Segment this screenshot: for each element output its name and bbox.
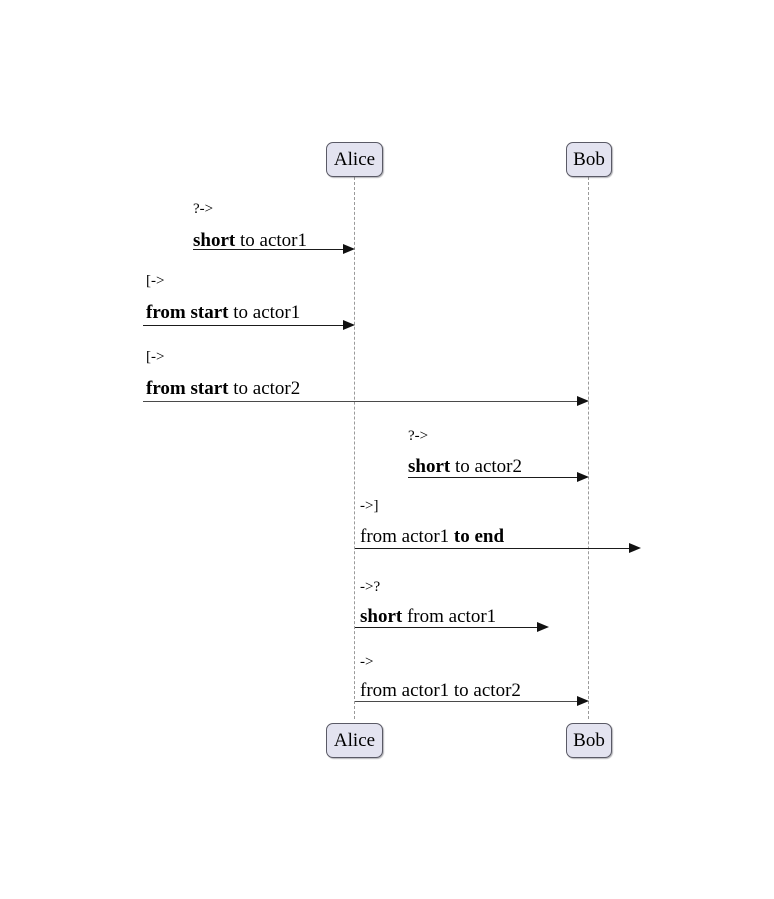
actor-foot-bob[interactable]: Bob	[566, 723, 612, 758]
actor-head-bob-label: Bob	[573, 149, 605, 170]
message-6-label-plain: from actor1 to actor2	[360, 680, 521, 701]
message-4-syntax: ->]	[360, 498, 379, 514]
message-4-label-pre: from actor1	[360, 526, 454, 547]
message-2-arrowhead	[577, 395, 589, 406]
actor-foot-bob-label: Bob	[573, 730, 605, 751]
message-2-arrow-shaft	[143, 401, 577, 402]
actor-head-alice-label: Alice	[333, 149, 376, 170]
message-3-arrowhead	[577, 471, 589, 482]
message-1-syntax: [->	[146, 273, 165, 289]
message-0-label-rest: to actor1	[235, 230, 307, 251]
message-0-label: short to actor1	[193, 231, 307, 250]
message-3-syntax: ?->	[408, 428, 429, 444]
message-0-label-bold: short	[193, 230, 236, 251]
message-2-label: from start to actor2	[146, 379, 300, 398]
actor-head-bob[interactable]: Bob	[566, 142, 612, 177]
message-1-label: from start to actor1	[146, 303, 300, 322]
message-4-arrow-shaft	[355, 548, 629, 549]
message-1-label-rest: to actor1	[228, 302, 301, 323]
lifeline-alice	[354, 177, 355, 719]
message-5-label: short from actor1	[360, 607, 496, 626]
message-3-label: short to actor2	[408, 457, 522, 476]
actor-foot-alice[interactable]: Alice	[326, 723, 383, 758]
message-3-label-bold: short	[408, 456, 451, 477]
actor-head-alice[interactable]: Alice	[326, 142, 383, 177]
message-5-arrow-shaft	[355, 627, 537, 628]
message-4-label-bold: to end	[453, 526, 505, 547]
message-2-label-rest: to actor2	[228, 378, 301, 399]
message-0-arrowhead	[343, 243, 355, 254]
message-6-label: from actor1 to actor2	[360, 681, 521, 700]
message-4-arrowhead	[629, 542, 641, 553]
message-1-label-bold: from start	[146, 302, 229, 323]
message-0-arrow-shaft	[193, 249, 343, 250]
message-6-arrowhead	[577, 695, 589, 706]
message-5-label-bold: short	[360, 606, 403, 627]
message-5-syntax: ->?	[360, 579, 381, 595]
message-2-label-bold: from start	[146, 378, 229, 399]
message-2-syntax: [->	[146, 349, 165, 365]
message-0-syntax: ?->	[193, 201, 214, 217]
message-6-syntax: ->	[360, 654, 374, 670]
message-1-arrowhead	[343, 319, 355, 330]
lifeline-bob	[588, 177, 589, 719]
message-5-label-rest: from actor1	[402, 606, 497, 627]
message-3-arrow-shaft	[408, 477, 577, 478]
message-6-arrow-shaft	[355, 701, 577, 702]
message-5-arrowhead	[537, 621, 549, 632]
message-4-label: from actor1 to end	[360, 527, 504, 546]
message-3-label-rest: to actor2	[450, 456, 522, 477]
actor-foot-alice-label: Alice	[333, 730, 376, 751]
message-1-arrow-shaft	[143, 325, 343, 326]
